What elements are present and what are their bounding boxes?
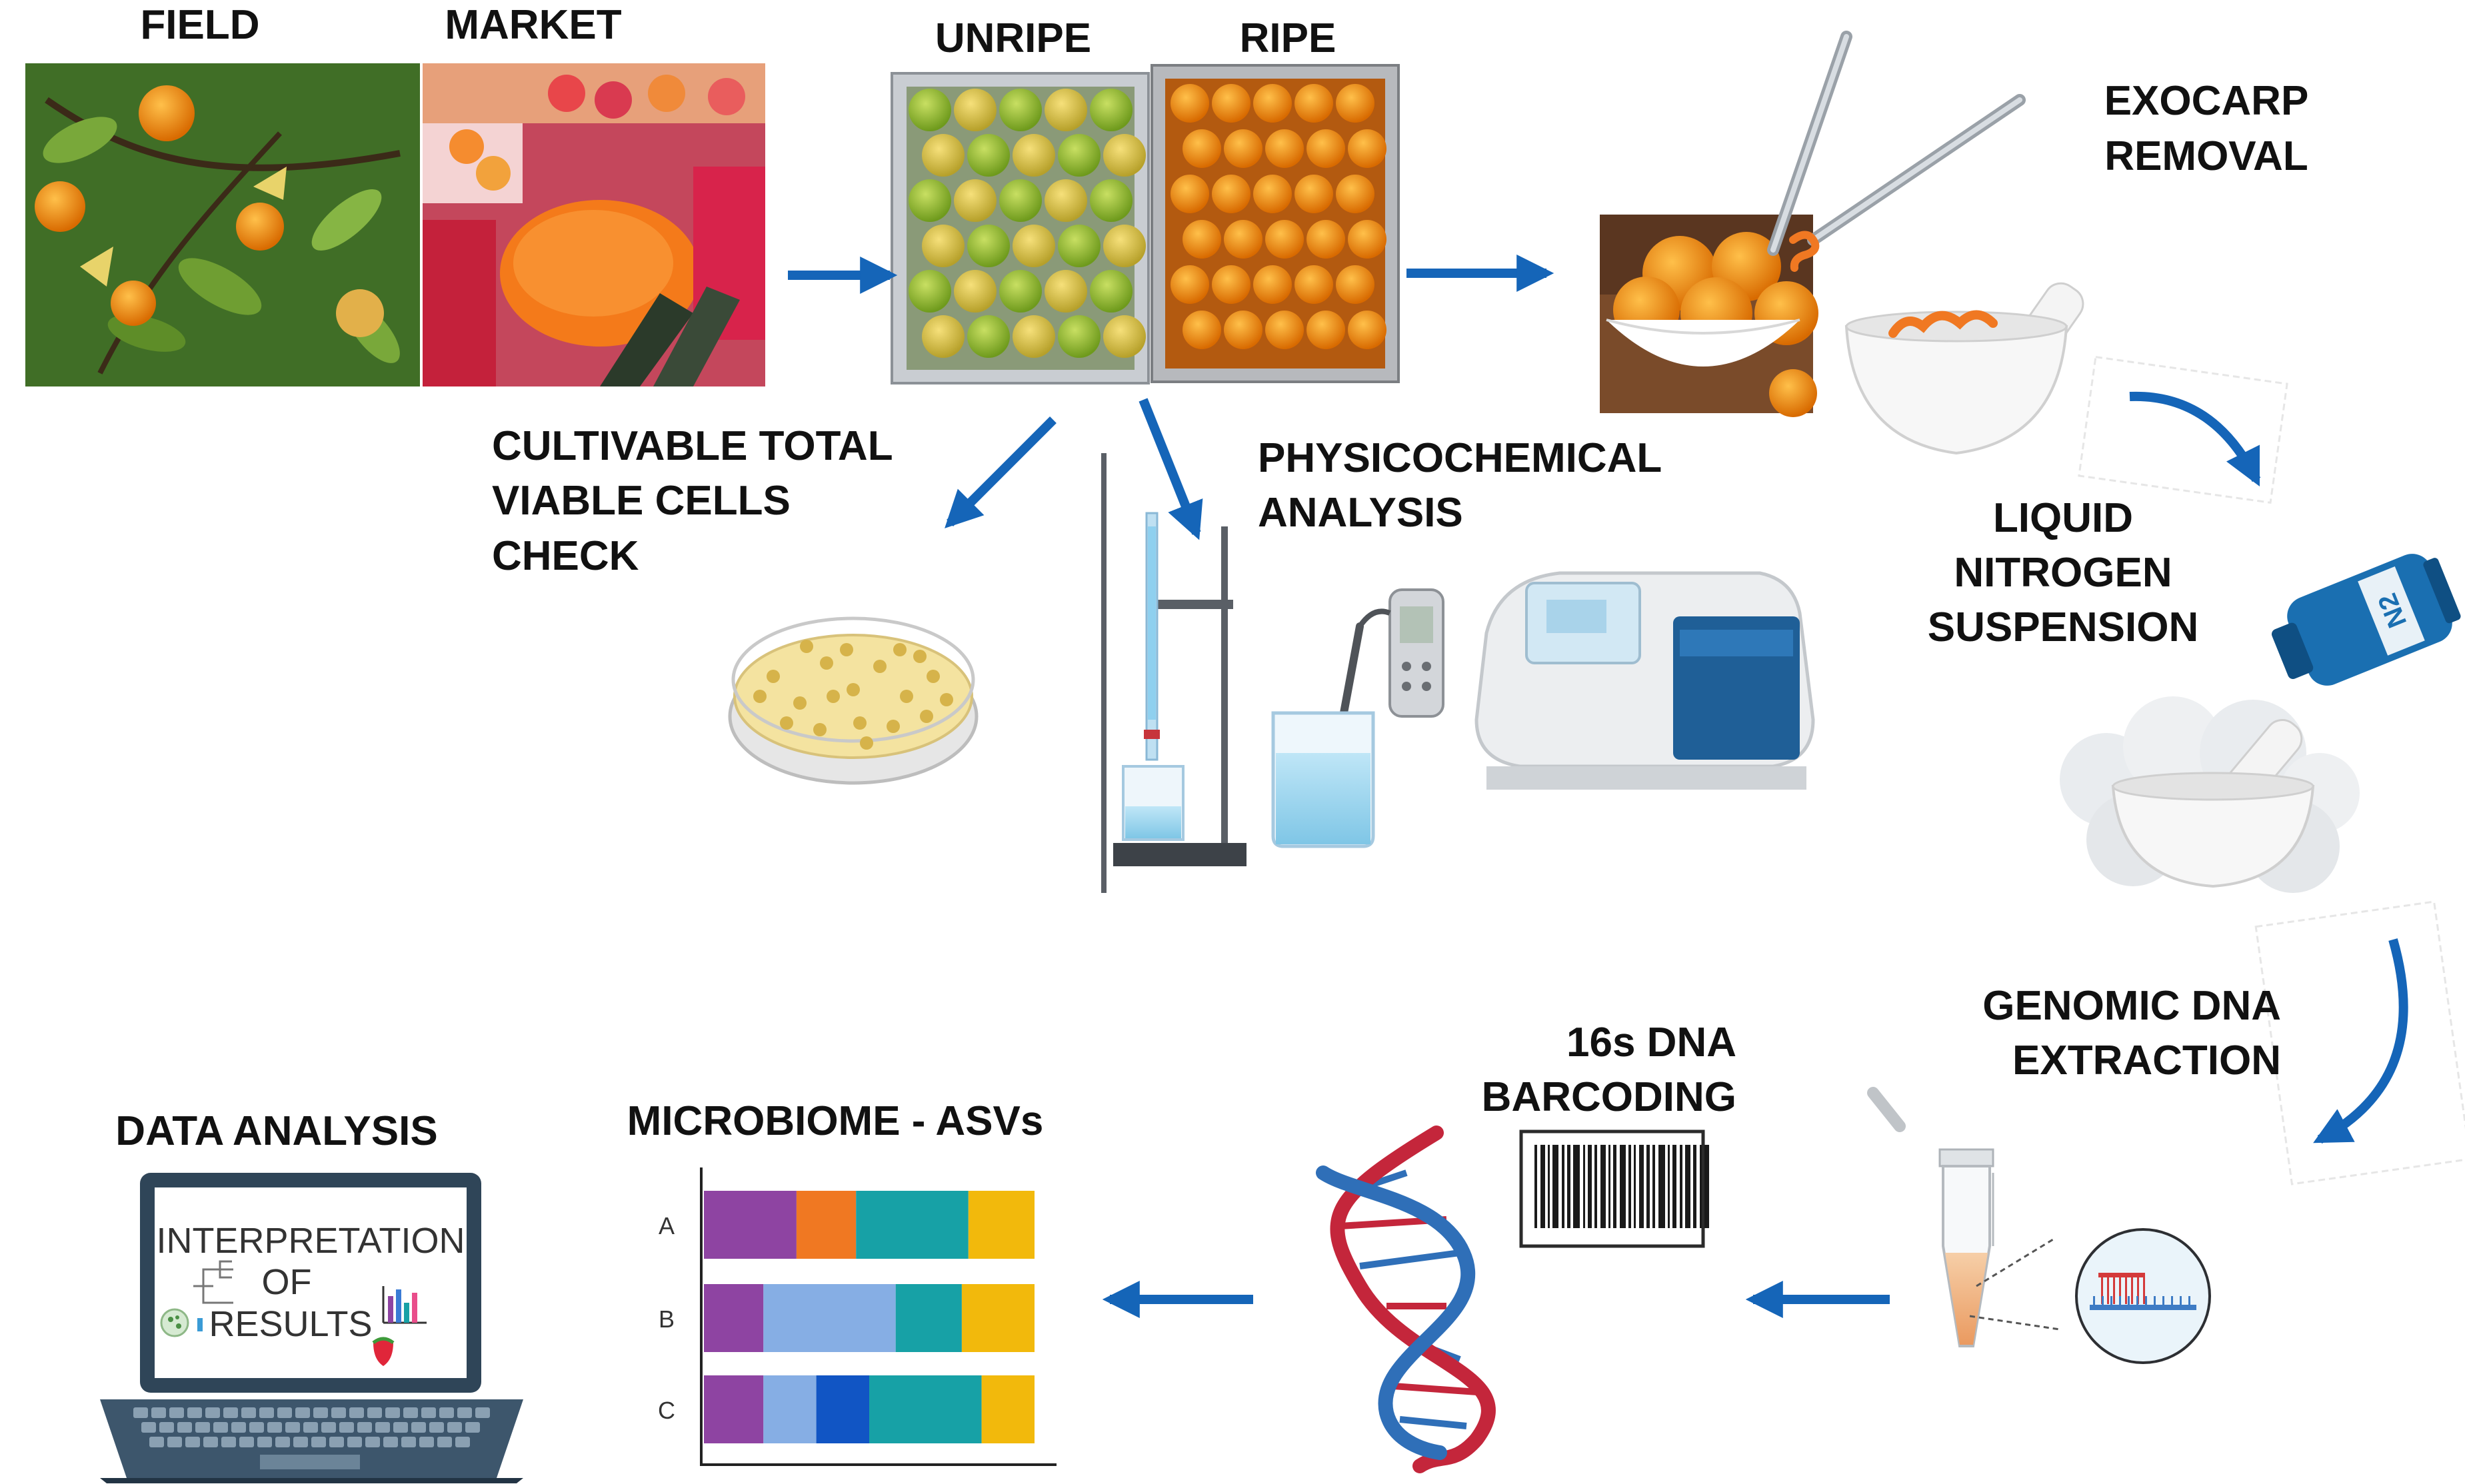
- bar-segment-c-5: [981, 1375, 1035, 1443]
- unripe-tray: [891, 72, 1150, 384]
- screen-text-results: RESULTS: [209, 1304, 372, 1344]
- label-barcoding-line1: 16s DNA: [1566, 1020, 1736, 1066]
- mini-bar-chart-icon: [382, 1286, 427, 1324]
- curved-arrow-frame-2: [2254, 900, 2465, 1185]
- mini-petri-icon: [160, 1308, 189, 1337]
- label-ripe: RIPE: [1240, 15, 1336, 61]
- curved-arrow-2: [2313, 938, 2408, 1144]
- mortar-pestle-icon: [1844, 282, 2084, 455]
- bar-segment-b-5: [961, 1284, 1035, 1352]
- bar-segment-c-0: [704, 1375, 764, 1443]
- label-physico-line1: PHYSICOCHEMICAL: [1258, 435, 1662, 481]
- bar-segment-b-4: [895, 1284, 962, 1352]
- arrow-to-physicochemical: [1139, 398, 1203, 540]
- barcode-icon: [1519, 1129, 1709, 1248]
- label-physico-line2: ANALYSIS: [1258, 490, 1463, 536]
- label-liquid-line1: LIQUID: [1993, 495, 2133, 541]
- category-label-b: B: [659, 1305, 675, 1333]
- curved-arrow-frame-1: [2078, 356, 2288, 504]
- label-exocarp-line2: REMOVAL: [2104, 133, 2308, 179]
- label-genomic-line1: GENOMIC DNA: [1982, 983, 2281, 1029]
- label-genomic-line2: EXTRACTION: [2012, 1038, 2281, 1084]
- frozen-mortar-icon: [2060, 696, 2360, 893]
- bar-segment-c-3: [816, 1375, 869, 1443]
- dna-primer-magnifier-icon: [2075, 1228, 2211, 1364]
- label-liquid-line2: NITROGEN: [1954, 550, 2172, 596]
- label-data-analysis: DATA ANALYSIS: [115, 1108, 437, 1154]
- label-exocarp-line1: EXOCARP: [2104, 78, 2309, 124]
- ph-meter-icon: [1271, 588, 1444, 848]
- exocarp-bowl-photo: [1600, 215, 1818, 417]
- label-field: FIELD: [140, 2, 259, 48]
- laptop-icon: [100, 1173, 523, 1483]
- bar-segment-c-2: [763, 1375, 817, 1443]
- spectrophotometer-icon: [1474, 571, 1815, 790]
- screen-text-of: OF: [262, 1262, 312, 1302]
- market-photo: [423, 63, 765, 386]
- nitrogen-tank-icon: N2: [2271, 554, 2461, 686]
- arrow-to-cultivable: [945, 416, 1057, 528]
- label-market: MARKET: [445, 2, 621, 48]
- category-label-c: C: [658, 1397, 675, 1424]
- bar-segment-b-2: [763, 1284, 896, 1352]
- microbiome-asv-chart: A B C: [658, 1167, 1057, 1466]
- label-cultivable-line1: CULTIVABLE TOTAL: [492, 423, 893, 469]
- titration-stand-icon: [1101, 453, 1246, 893]
- bar-segment-a-4: [856, 1191, 969, 1259]
- bar-segment-b-0: [704, 1284, 764, 1352]
- dna-helix-icon: [1316, 1125, 1496, 1473]
- label-unripe: UNRIPE: [935, 15, 1091, 61]
- label-barcoding-line2: BARCODING: [1482, 1074, 1736, 1120]
- label-cultivable-line2: VIABLE CELLS: [492, 478, 791, 524]
- bar-segment-a-5: [968, 1191, 1035, 1259]
- bar-segment-c-4: [869, 1375, 982, 1443]
- bar-segment-a-0: [704, 1191, 797, 1259]
- field-photo: [25, 63, 420, 386]
- label-microbiome: MICROBIOME - ASVs: [627, 1098, 1044, 1144]
- bar-segment-a-1: [796, 1191, 857, 1259]
- strawberry-icon: [372, 1337, 395, 1366]
- screen-text-interpretation: INTERPRETATION: [156, 1221, 465, 1261]
- category-label-a: A: [659, 1212, 675, 1239]
- tree-diagram-icon: [193, 1260, 233, 1304]
- ripe-tray: [1151, 64, 1400, 383]
- curved-arrow-1: [2129, 391, 2261, 487]
- petri-dish-icon: [728, 616, 979, 785]
- tweezers-icon: [1767, 31, 2026, 272]
- mini-tube-icon: [197, 1318, 203, 1331]
- label-liquid-line3: SUSPENSION: [1928, 604, 2199, 650]
- label-cultivable-line3: CHECK: [492, 533, 639, 579]
- eppendorf-tube-icon: [1867, 1087, 2060, 1347]
